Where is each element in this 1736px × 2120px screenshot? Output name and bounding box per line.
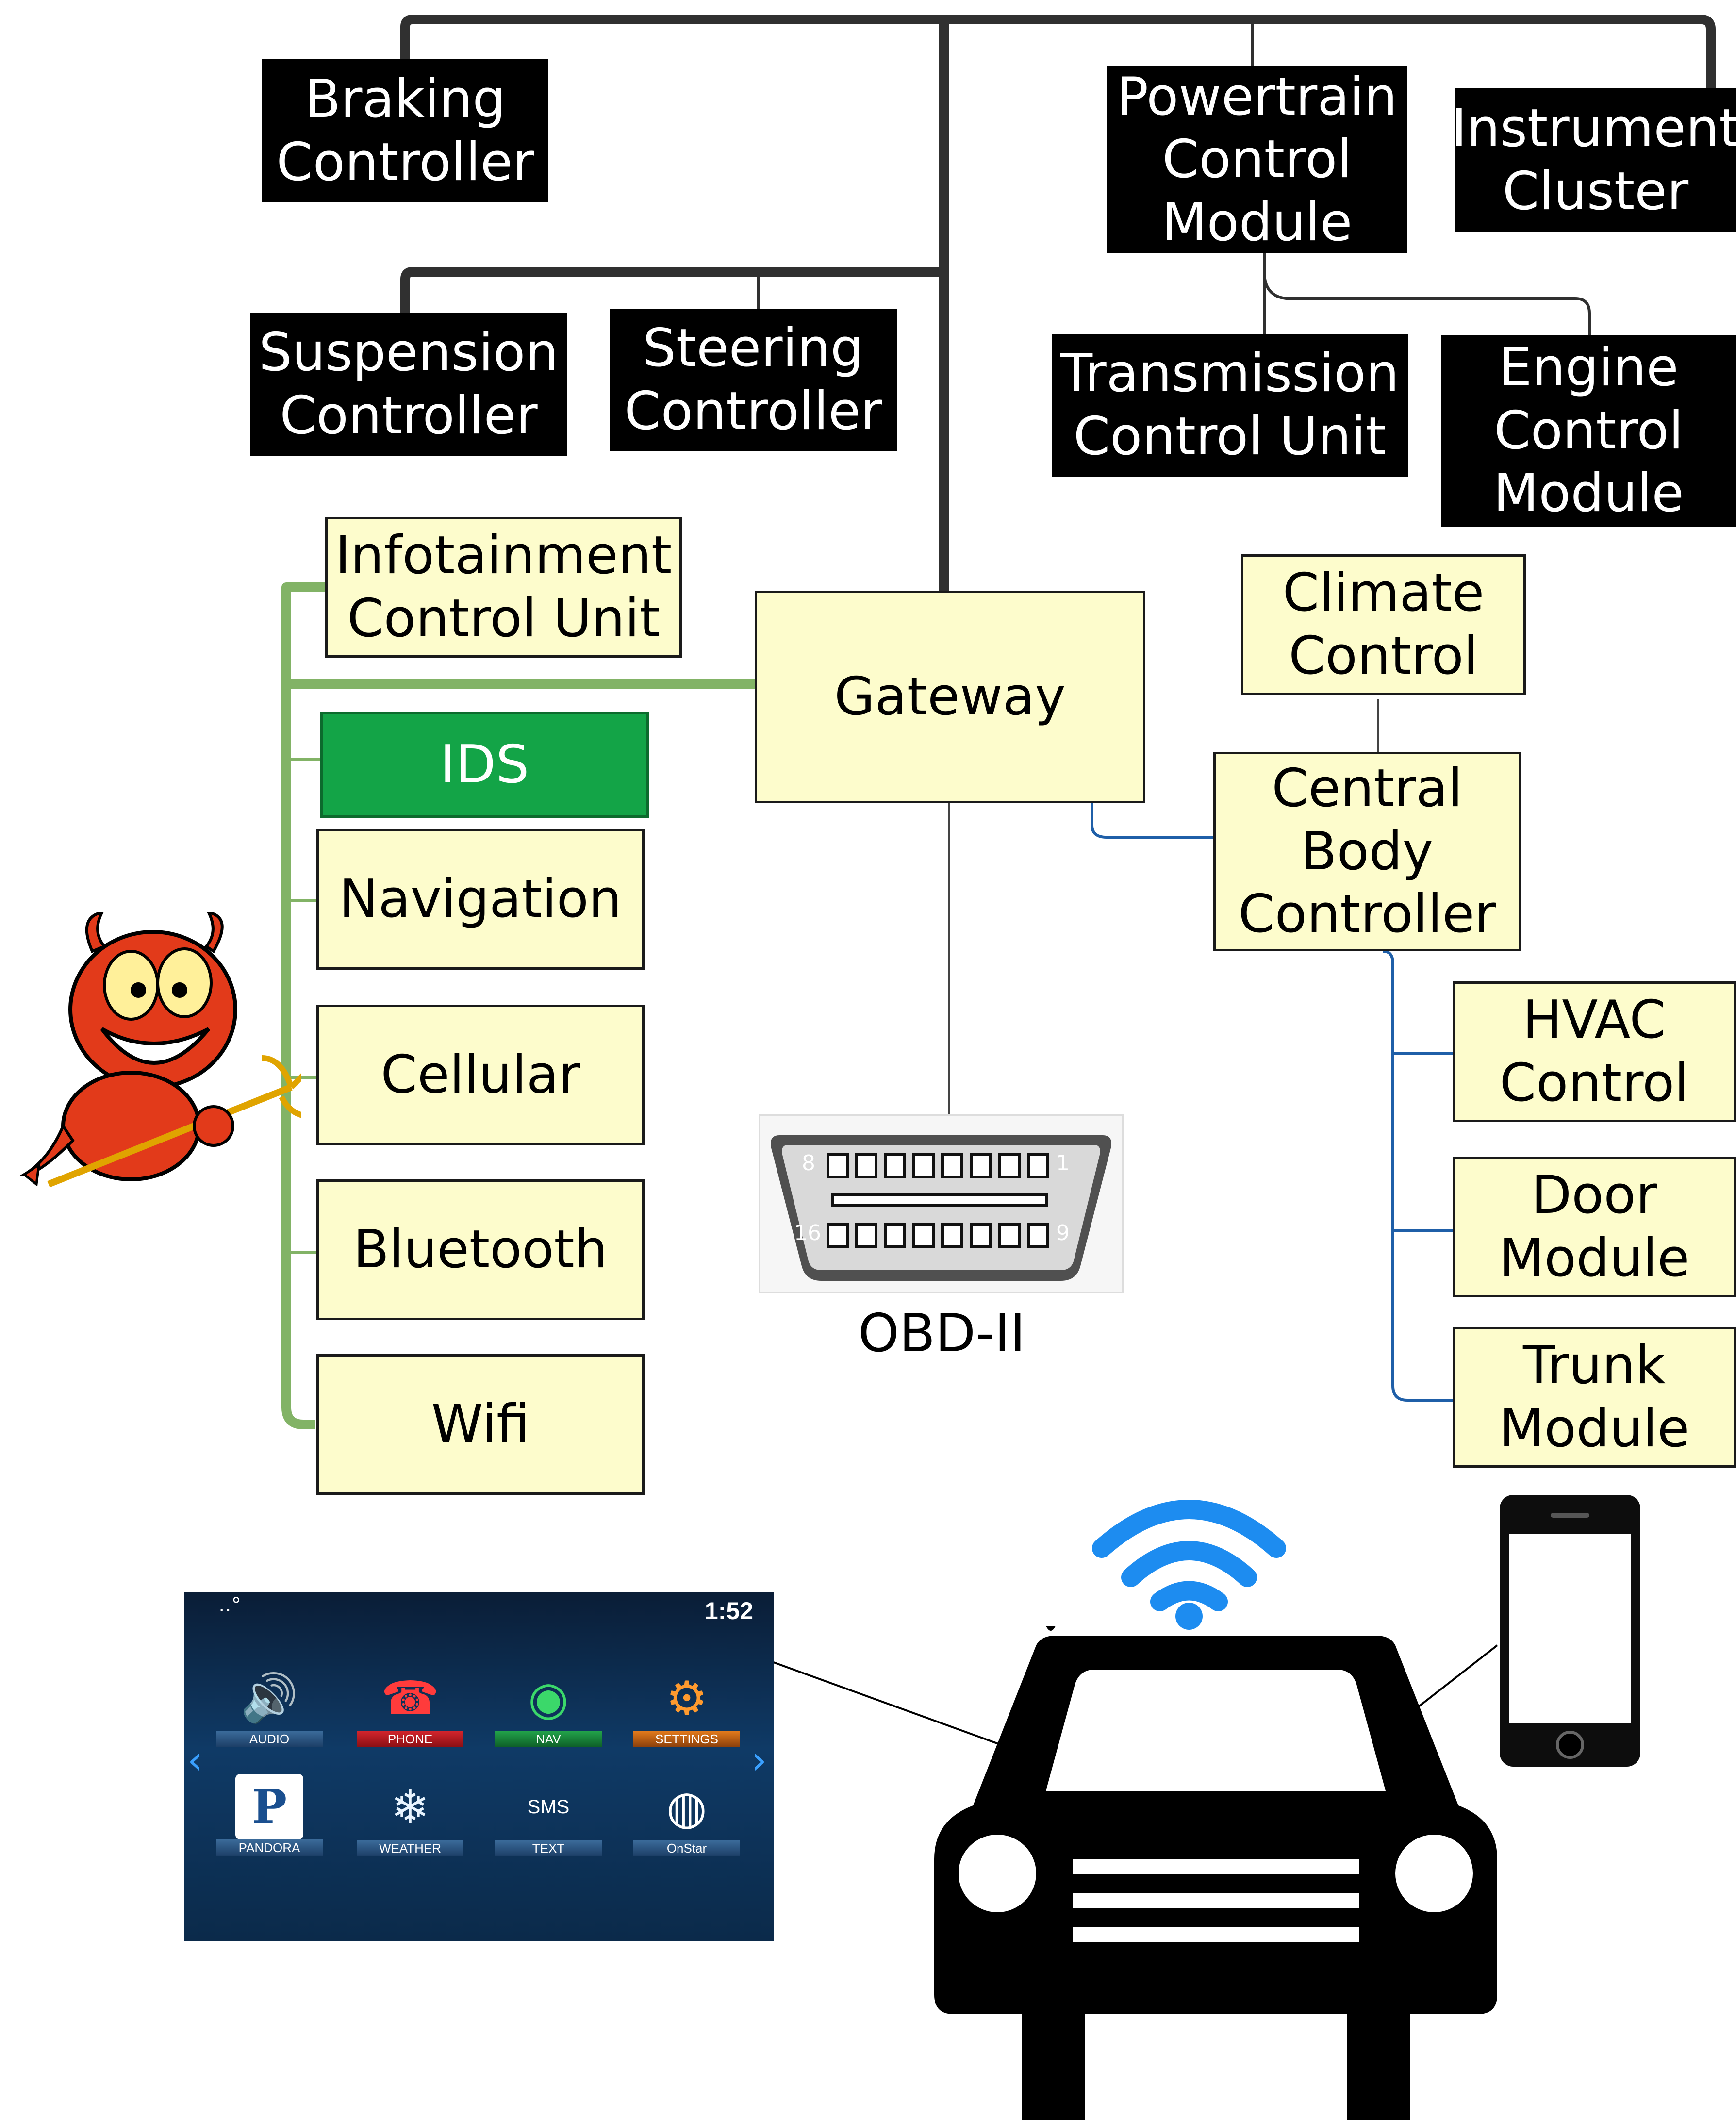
diagnostic-lines [948, 699, 1379, 1131]
app-label: TEXT [495, 1840, 602, 1856]
door-module-node: Door Module [1453, 1157, 1736, 1297]
phone-icon: ☎ [381, 1671, 439, 1725]
devil-attacker-icon [19, 912, 301, 1188]
steering-controller-node: Steering Controller [610, 309, 897, 451]
car-icon [934, 1626, 1497, 2120]
obd-pin-label: 16 [794, 1221, 821, 1245]
wifi-icon [1092, 1500, 1286, 1630]
app-label: PANDORA [216, 1839, 323, 1856]
gateway-node: Gateway [755, 591, 1145, 803]
app-text[interactable]: SMS TEXT [495, 1774, 602, 1856]
app-phone[interactable]: ☎ PHONE [357, 1665, 463, 1747]
app-onstar[interactable]: ◍ OnStar [633, 1774, 740, 1856]
braking-controller-node: Braking Controller [262, 59, 548, 202]
powertrain-control-module-node: Powertrain Control Module [1107, 66, 1407, 253]
app-label: OnStar [633, 1840, 740, 1856]
app-label: NAV [495, 1731, 602, 1747]
sms-icon: SMS [527, 1796, 570, 1818]
obd-connector-icon: 8 1 16 9 [759, 1114, 1124, 1293]
powertrain-branch-lines [757, 19, 1591, 335]
onstar-icon: ◍ [666, 1780, 707, 1835]
app-nav[interactable]: ◉ NAV [495, 1665, 602, 1747]
app-label: PHONE [357, 1731, 463, 1747]
signal-icon: ‥° [218, 1594, 241, 1616]
app-weather[interactable]: ❄ WEATHER [357, 1774, 463, 1856]
instrument-cluster-node: Instrument Cluster [1451, 88, 1736, 232]
app-label: SETTINGS [633, 1731, 740, 1747]
body-bus-lines [1091, 803, 1453, 1402]
navigation-node: Navigation [316, 829, 645, 970]
screen-clock: 1:52 [704, 1597, 753, 1624]
smartphone-icon [1500, 1495, 1640, 1767]
trunk-module-node: Trunk Module [1453, 1327, 1736, 1468]
infotainment-bus-lines [281, 582, 755, 1429]
powertrain-bus-lines [400, 15, 1716, 597]
snowflake-icon: ❄ [390, 1780, 430, 1835]
bluetooth-node: Bluetooth [316, 1179, 645, 1320]
transmission-control-unit-node: Transmission Control Unit [1052, 334, 1408, 477]
pandora-icon: P [235, 1774, 303, 1840]
central-body-controller-node: Central Body Controller [1213, 752, 1521, 951]
cellular-node: Cellular [316, 1005, 645, 1145]
chevron-right-icon[interactable]: › [751, 1738, 767, 1783]
wifi-node: Wifi [316, 1354, 645, 1495]
speaker-icon: 🔊 [240, 1671, 298, 1725]
ids-node: IDS [320, 712, 649, 818]
suspension-controller-node: Suspension Controller [250, 313, 567, 456]
infotainment-control-unit-node: Infotainment Control Unit [325, 517, 682, 658]
obd-pin-label: 9 [1056, 1221, 1070, 1245]
chevron-left-icon[interactable]: ‹ [187, 1738, 203, 1783]
infotainment-screen: ‥° 1:52 ‹ › 🔊 AUDIO ☎ PHONE ◉ NAV ⚙ SETT… [184, 1592, 774, 1941]
app-audio[interactable]: 🔊 AUDIO [216, 1665, 323, 1747]
app-label: AUDIO [216, 1731, 323, 1747]
infotainment-branch-lines [286, 758, 320, 1254]
obd-pin-label: 8 [802, 1151, 815, 1176]
app-label: WEATHER [357, 1840, 463, 1856]
engine-control-module-node: Engine Control Module [1441, 335, 1736, 527]
app-pandora[interactable]: P PANDORA [216, 1774, 323, 1856]
app-settings[interactable]: ⚙ SETTINGS [633, 1665, 740, 1747]
navigation-icon: ◉ [528, 1671, 569, 1725]
hvac-control-node: HVAC Control [1453, 981, 1736, 1122]
obd-pin-label: 1 [1056, 1151, 1070, 1176]
gear-icon: ⚙ [665, 1671, 708, 1725]
obd-label: OBD-II [858, 1303, 1025, 1364]
climate-control-node: Climate Control [1241, 554, 1526, 695]
